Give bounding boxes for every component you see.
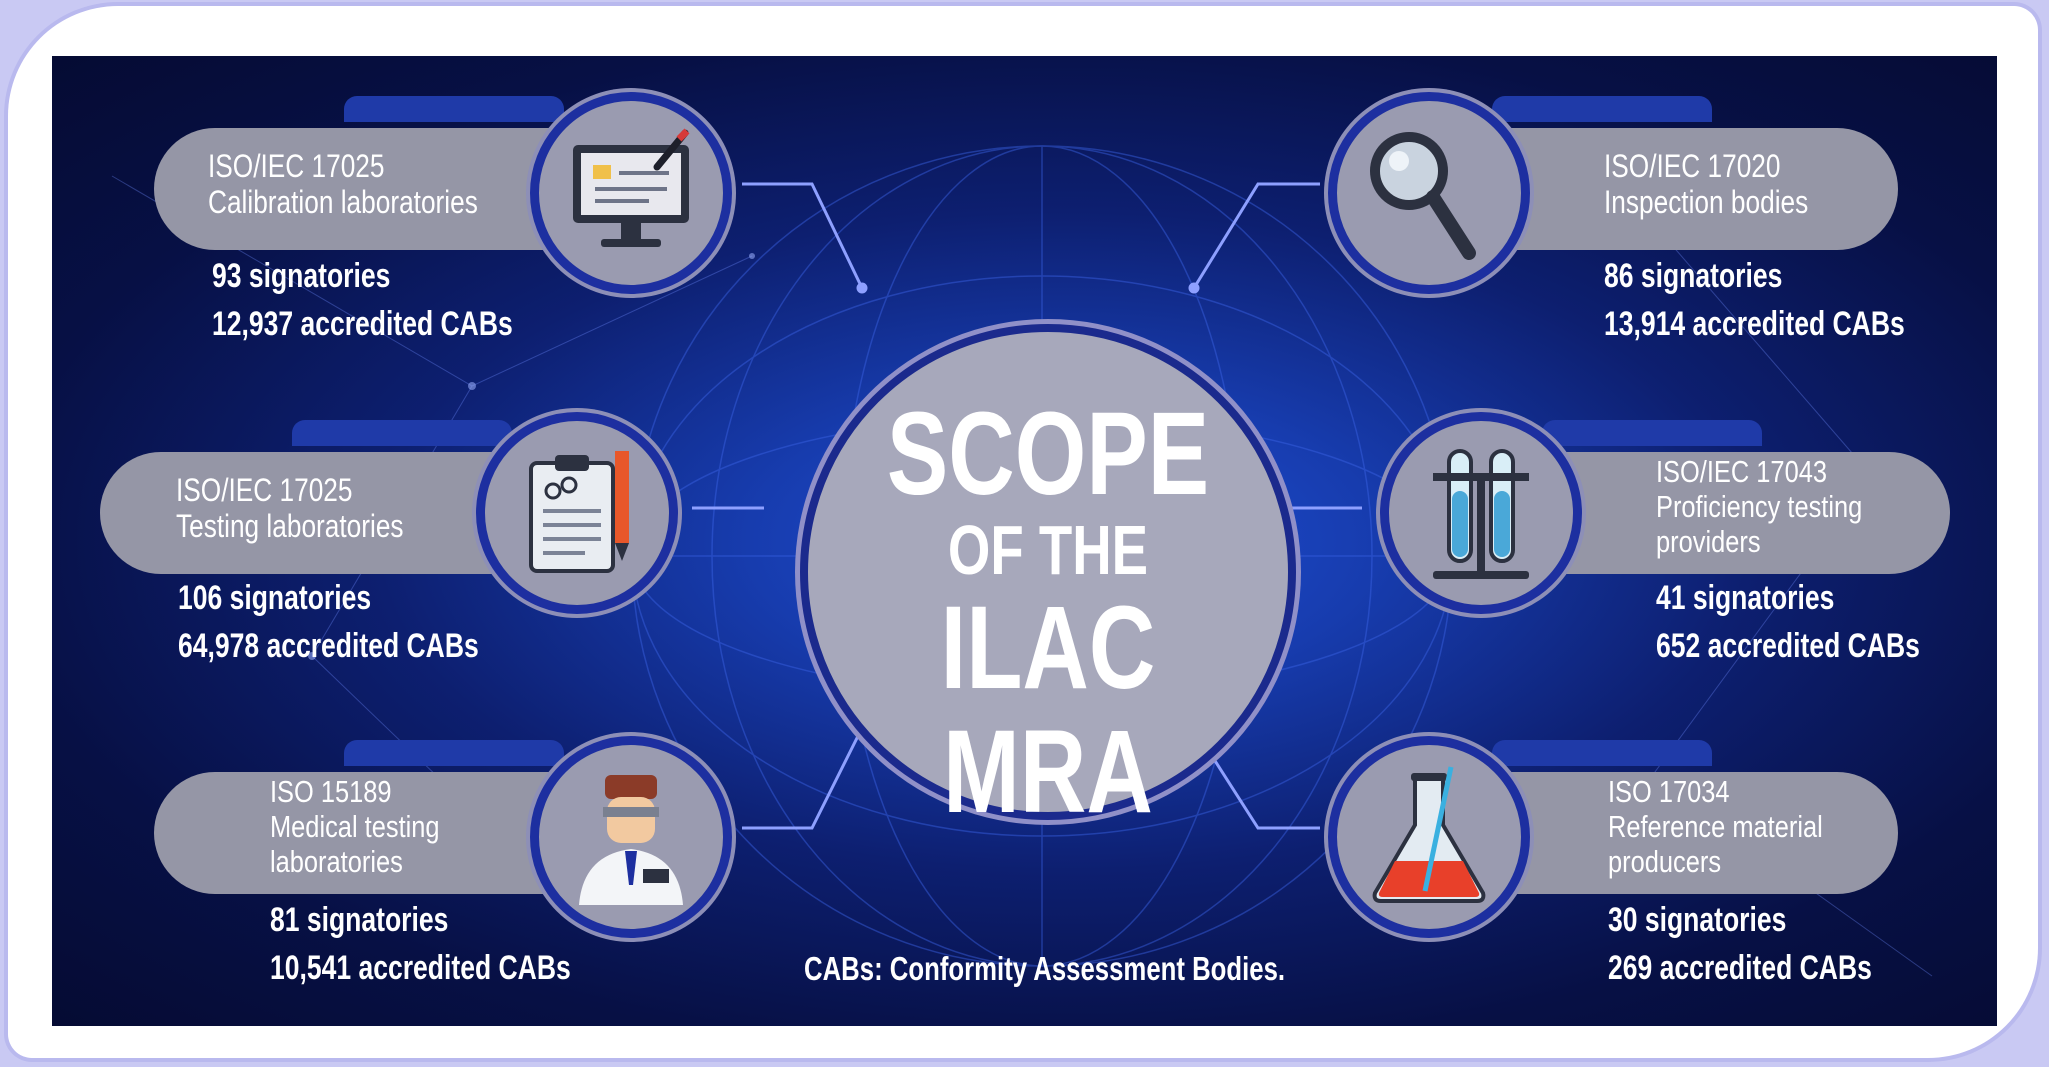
category-name: Testing laboratories	[176, 508, 404, 544]
cabs-count: 652 accredited CABs	[1656, 627, 1920, 665]
cabs-count: 13,914 accredited CABs	[1604, 305, 1905, 343]
card-medical-label: ISO 15189 Medical testing laboratories	[270, 774, 440, 879]
category-name: Medical testing	[270, 809, 440, 844]
category-name: Calibration laboratories	[208, 184, 478, 220]
clipboard-icon	[476, 412, 678, 614]
signatories-count: 41 signatories	[1656, 579, 1835, 617]
standard-name: ISO/IEC 17020	[1604, 148, 1781, 184]
cabs-count: 64,978 accredited CABs	[178, 627, 479, 665]
stats-medical: 81 signatories 10,541 accredited CABs	[270, 896, 571, 992]
center-title-line-2: OF THE	[947, 511, 1149, 589]
stats-calibration: 93 signatories 12,937 accredited CABs	[212, 252, 513, 348]
signatories-count: 93 signatories	[212, 257, 391, 295]
card-tab	[1492, 96, 1712, 122]
center-title-disc: SCOPE OF THE ILAC MRA	[800, 324, 1296, 834]
doctor-icon	[530, 736, 732, 938]
stats-reference: 30 signatories 269 accredited CABs	[1608, 896, 1872, 992]
stats-testing: 106 signatories 64,978 accredited CABs	[178, 574, 479, 670]
cabs-count: 269 accredited CABs	[1608, 949, 1872, 987]
card-tab	[292, 420, 512, 446]
signatories-count: 106 signatories	[178, 579, 372, 617]
category-name: Proficiency testing	[1656, 489, 1863, 524]
card-inspection-label: ISO/IEC 17020 Inspection bodies	[1604, 148, 1808, 220]
standard-name: ISO/IEC 17025	[176, 472, 353, 508]
category-name: Inspection bodies	[1604, 184, 1809, 220]
magnifier-icon	[1328, 92, 1530, 294]
cabs-count: 12,937 accredited CABs	[212, 305, 513, 343]
card-calibration-label: ISO/IEC 17025 Calibration laboratories	[208, 148, 478, 220]
standard-name: ISO/IEC 17043	[1656, 454, 1827, 489]
signatories-count: 81 signatories	[270, 901, 449, 939]
infographic-panel: ISO/IEC 17025 Calibration laboratories 9…	[52, 56, 1997, 1026]
test-tubes-icon	[1380, 412, 1582, 614]
card-reference-label: ISO 17034 Reference material producers	[1608, 774, 1823, 879]
center-title-line-1: SCOPE	[886, 388, 1210, 520]
card-tab	[1492, 740, 1712, 766]
card-tab	[1542, 420, 1762, 446]
category-name: providers	[1656, 524, 1761, 559]
stats-proficiency: 41 signatories 652 accredited CABs	[1656, 574, 1920, 670]
standard-name: ISO 17034	[1608, 774, 1730, 809]
flask-icon	[1328, 736, 1530, 938]
category-name: producers	[1608, 844, 1722, 879]
card-proficiency-label: ISO/IEC 17043 Proficiency testing provid…	[1656, 454, 1862, 559]
footnote: CABs: Conformity Assessment Bodies.	[804, 950, 1286, 987]
signatories-count: 30 signatories	[1608, 901, 1787, 939]
signatories-count: 86 signatories	[1604, 257, 1783, 295]
category-name: laboratories	[270, 844, 403, 879]
center-title-line-3: ILAC MRA	[940, 582, 1156, 838]
category-name: Reference material	[1608, 809, 1823, 844]
stats-inspection: 86 signatories 13,914 accredited CABs	[1604, 252, 1905, 348]
monitor-icon	[530, 92, 732, 294]
standard-name: ISO 15189	[270, 774, 392, 809]
standard-name: ISO/IEC 17025	[208, 148, 385, 184]
cabs-count: 10,541 accredited CABs	[270, 949, 571, 987]
card-tab	[344, 740, 564, 766]
card-tab	[344, 96, 564, 122]
card-testing-label: ISO/IEC 17025 Testing laboratories	[176, 472, 404, 544]
